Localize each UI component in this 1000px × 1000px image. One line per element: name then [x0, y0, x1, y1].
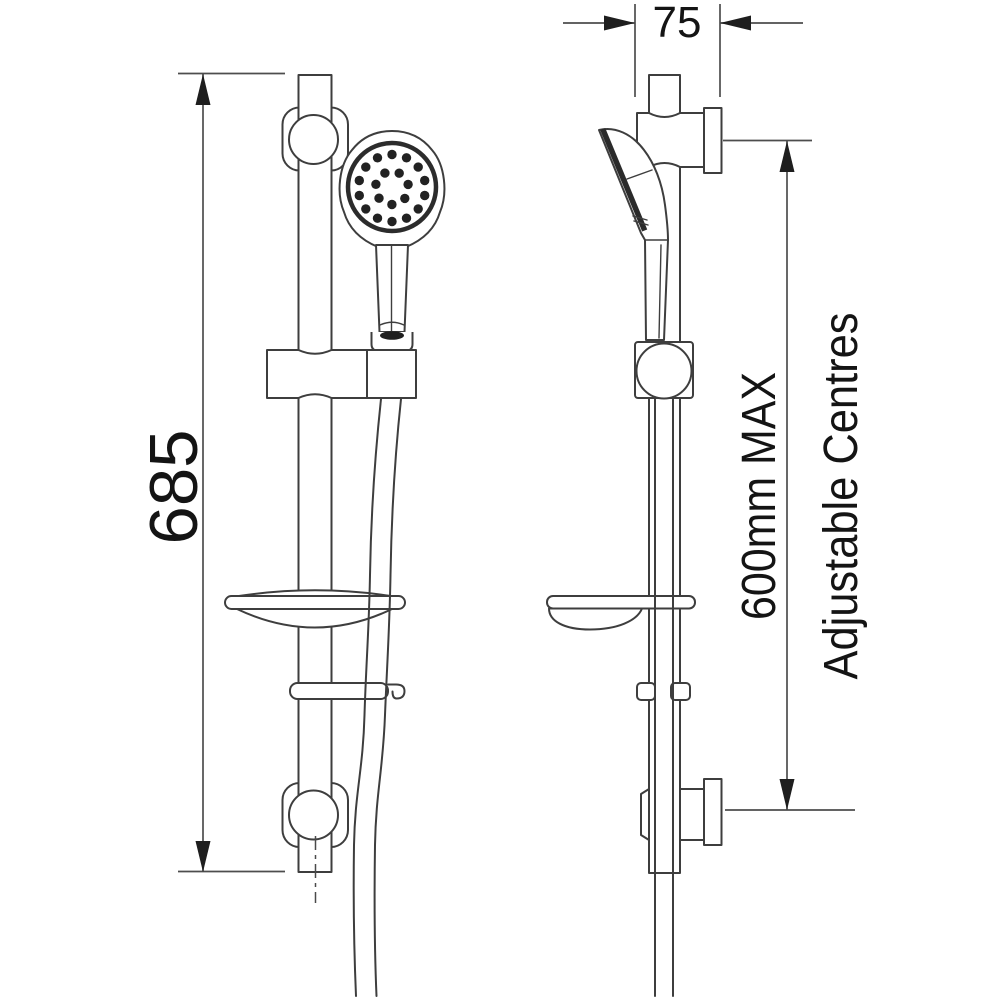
- top-wall-flange: [703, 107, 723, 174]
- dish-back-edge: [238, 589, 392, 597]
- arrowhead-up: [195, 74, 211, 105]
- shower-hose-side: [654, 397, 674, 997]
- holder-knob-side: [635, 342, 693, 400]
- dish-bowl: [236, 608, 393, 629]
- arrowhead-right: [604, 15, 635, 31]
- hook-clamp-side-right: [670, 682, 691, 701]
- hook-clamp: [289, 682, 389, 700]
- bracket-body-side: [679, 788, 706, 841]
- soap-dish-side: [546, 595, 696, 631]
- centres-max-label: 600mm MAX: [733, 372, 786, 620]
- hose-right-edge: [373, 398, 402, 997]
- shower-hose-front: [352, 398, 402, 997]
- rail-length-label: 685: [136, 430, 212, 545]
- dish-bowl-side: [548, 607, 643, 631]
- arrowhead-down: [779, 779, 795, 810]
- bracket-width-label: 75: [653, 0, 702, 47]
- hose-nut: [380, 331, 404, 340]
- holder-body: [266, 349, 417, 399]
- slide-rail-front: [297, 74, 333, 873]
- slider-holder-front: [266, 349, 417, 399]
- centres-caption-label: Adjustable Centres: [815, 313, 868, 680]
- arrowhead-up: [779, 141, 795, 172]
- head-face-rim-stripe: [600, 127, 648, 232]
- bottom-bracket-side: [640, 778, 723, 846]
- hose-left-edge: [352, 398, 382, 997]
- top-bracket-knob-front: [288, 114, 339, 165]
- hook-clamp-side-left: [636, 682, 656, 701]
- handset-side: [598, 127, 669, 341]
- face-edge-seam-2: [633, 220, 649, 226]
- dish-rim: [224, 595, 406, 610]
- bottom-bracket-knob-front: [288, 789, 339, 841]
- hose-hook-side: [636, 682, 691, 701]
- spray-nozzles: [354, 149, 430, 227]
- dimension-rail-length: 685: [136, 72, 285, 873]
- handset-handle-front: [370, 244, 414, 352]
- handle-inner-line: [658, 244, 662, 339]
- hook-curl: [387, 683, 406, 700]
- face-edge-seam-1: [632, 215, 648, 221]
- slider-holder-side: [634, 341, 694, 400]
- handle-collar-line: [379, 321, 405, 326]
- soap-dish-front: [224, 589, 406, 629]
- front-view: [224, 74, 446, 997]
- dimension-adjustable-centres: 600mm MAX Adjustable Centres: [723, 139, 868, 811]
- arrowhead-left: [720, 15, 751, 31]
- handset-head-front: [338, 130, 446, 248]
- bracket-clamp-piece: [640, 788, 650, 841]
- head-seam: [626, 169, 653, 180]
- arrowhead-down: [195, 841, 211, 872]
- bottom-wall-flange: [703, 778, 723, 846]
- hose-hook-front: [289, 682, 406, 700]
- dimension-bracket-width: 75: [563, 0, 803, 97]
- side-view: [546, 74, 723, 997]
